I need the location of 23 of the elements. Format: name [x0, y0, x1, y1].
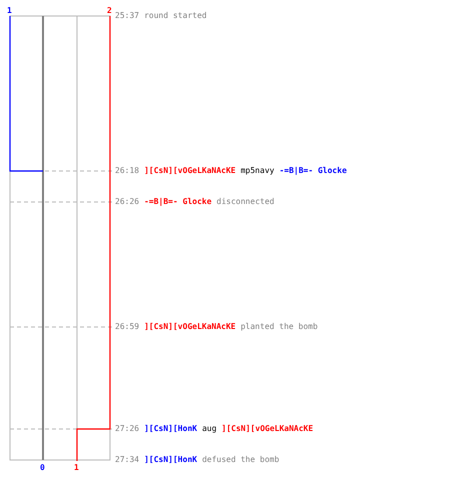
- weapon-name: aug: [202, 424, 217, 433]
- event-text: planted the bomb: [240, 322, 318, 331]
- axis-tick-label: 1: [7, 6, 12, 15]
- timestamp: 27:34: [115, 455, 140, 464]
- axis-tick-label: 1: [74, 463, 79, 472]
- player-name: ][CsN][vOGeLKaNAcKE: [144, 166, 236, 175]
- player-name: -=B|B=- Glocke: [279, 166, 347, 175]
- event-text: defused the bomb: [202, 455, 280, 464]
- axis-tick-label: 2: [107, 6, 112, 15]
- event-text: disconnected: [216, 197, 274, 206]
- axis-tick-label: 0: [40, 463, 45, 472]
- player-name: ][CsN][vOGeLKaNAcKE: [144, 322, 236, 331]
- timestamp: 26:26: [115, 197, 140, 206]
- player-name: -=B|B=- Glocke: [144, 197, 212, 206]
- weapon-name: mp5navy: [240, 166, 274, 175]
- player-name: ][CsN][vOGeLKaNAcKE: [222, 424, 314, 433]
- timestamp: 27:26: [115, 424, 140, 433]
- player-name: ][CsN][HonK: [144, 455, 198, 464]
- timestamp: 25:37: [115, 11, 140, 20]
- timestamp: 26:18: [115, 166, 140, 175]
- player-name: ][CsN][HonK: [144, 424, 198, 433]
- timestamp: 26:59: [115, 322, 140, 331]
- event-text: round started: [144, 11, 207, 20]
